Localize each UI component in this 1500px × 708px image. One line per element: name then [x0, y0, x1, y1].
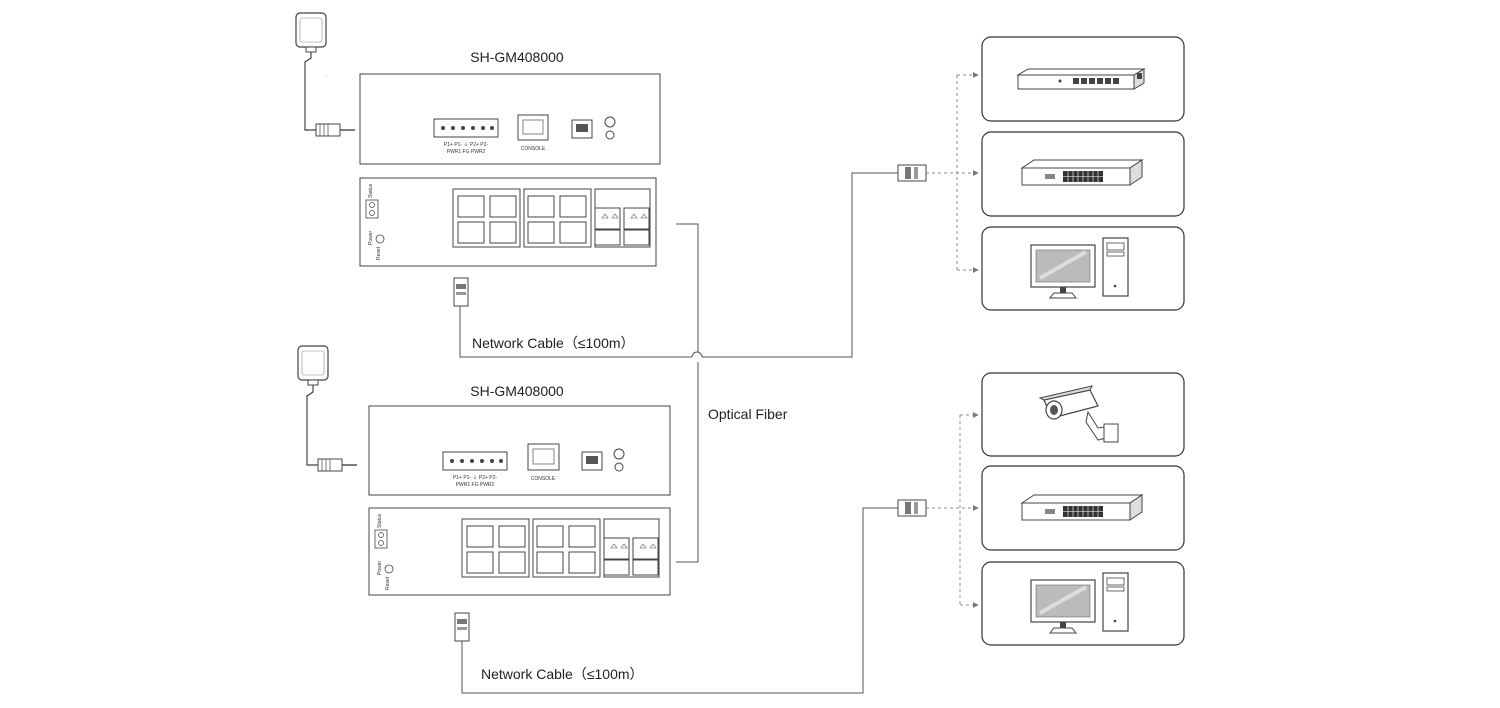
- power-adapter-icon: ·: [295, 12, 355, 137]
- computer-icon: [1030, 572, 1129, 634]
- led-indicators: Status Power Reset: [365, 183, 385, 260]
- rj45-connector-icon: [897, 499, 927, 517]
- top-switch-model: SH-GM408000: [470, 49, 564, 65]
- svg-text:Power: Power: [368, 230, 374, 245]
- power-terminal-sublabel: PWR1 FG PWR2: [447, 149, 486, 155]
- ground-screw-icon: [613, 448, 625, 472]
- svg-text:·: ·: [326, 74, 328, 80]
- top-switch-group: · SH-GM408000 P1+ P1- ⏚ P2+ P2- PWR1 FG …: [295, 12, 661, 307]
- device-box-router: [981, 36, 1185, 122]
- power-terminal-sublabel: PWR1 FG PWR2: [456, 482, 495, 488]
- console-port: CONSOLE: [517, 114, 549, 152]
- svg-text:Status: Status: [377, 513, 383, 528]
- dashed-branch-lines: [926, 72, 979, 608]
- bottom-switch-top-panel: [368, 405, 671, 496]
- switch-icon: [1020, 159, 1144, 186]
- console-label: CONSOLE: [531, 476, 556, 482]
- device-box-switch: [981, 465, 1185, 551]
- router-icon: [1016, 68, 1146, 90]
- device-box-switch: [981, 131, 1185, 217]
- power-terminal-label: P1+ P1- ⏚ P2+ P2-: [444, 141, 489, 148]
- rj45-connector-icon: [453, 277, 469, 307]
- device-box-computer: [981, 226, 1185, 311]
- bottom-switch-model: SH-GM408000: [470, 383, 564, 399]
- switch-icon: [1020, 494, 1144, 521]
- device-box-camera: [981, 372, 1185, 457]
- rj45-connector-icon: [897, 164, 927, 182]
- sfp-ports: [594, 188, 651, 248]
- power-adapter-icon: [297, 345, 357, 472]
- top-switch-top-panel: [359, 73, 661, 165]
- reset-button-icon: [375, 234, 385, 244]
- top-network-cable-label: Network Cable（≤100m）: [472, 335, 635, 351]
- power-terminal-block: P1+ P1- ⏚ P2+ P2- PWR1 FG PWR2: [442, 451, 508, 488]
- ground-screw-icon: [604, 116, 616, 140]
- power-terminal-block: P1+ P1- ⏚ P2+ P2- PWR1 FG PWR2: [433, 118, 499, 155]
- optical-fiber-label: Optical Fiber: [708, 406, 788, 422]
- device-box-computer: [981, 561, 1185, 646]
- power-terminal-label: P1+ P1- ⏚ P2+ P2-: [453, 474, 498, 481]
- cable-lines: [459, 172, 898, 694]
- bottom-network-cable-label: Network Cable（≤100m）: [481, 666, 644, 682]
- reset-button-icon: [384, 564, 394, 574]
- dip-switch: [571, 119, 593, 139]
- rj45-connector-icon: [454, 612, 470, 642]
- dip-switch: [581, 451, 603, 471]
- sfp-ports: [603, 518, 660, 578]
- console-port: CONSOLE: [527, 443, 560, 482]
- rj45-ports: [461, 518, 601, 578]
- bottom-switch-group: SH-GM408000 P1+ P1- ⏚ P2+ P2- PWR1 FG PW…: [297, 345, 671, 642]
- svg-text:Status: Status: [368, 183, 374, 198]
- console-label: CONSOLE: [521, 146, 546, 152]
- camera-icon: [1038, 385, 1119, 443]
- svg-text:Reset: Reset: [385, 576, 391, 590]
- computer-icon: [1030, 237, 1129, 299]
- led-indicators: Status Power Reset: [374, 513, 394, 590]
- svg-text:Power: Power: [377, 560, 383, 575]
- svg-text:Reset: Reset: [376, 246, 382, 260]
- rj45-ports: [452, 188, 592, 248]
